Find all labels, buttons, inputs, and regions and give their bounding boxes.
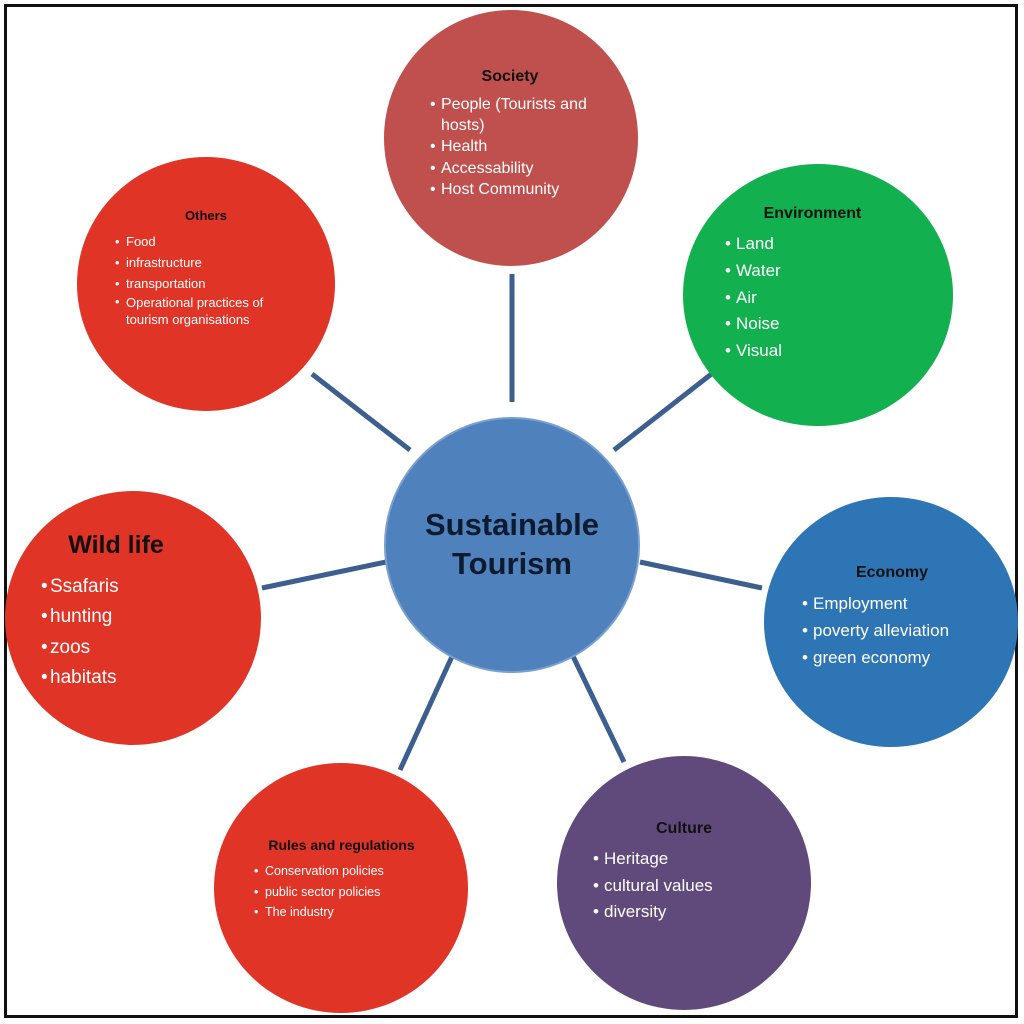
wildlife-title: Wild life bbox=[68, 530, 164, 559]
society-item: Host Community bbox=[430, 179, 590, 200]
others-list: Food infrastructure transportation Opera… bbox=[115, 231, 305, 329]
wildlife-item: zoos bbox=[41, 633, 261, 664]
others-item: transportation bbox=[115, 273, 305, 294]
connector-others bbox=[310, 372, 412, 452]
rules-item: public sector policies bbox=[254, 882, 468, 903]
wildlife-list: Ssafaris hunting zoos habitats bbox=[41, 572, 261, 694]
economy-circle: Economy Employment poverty alleviation g… bbox=[764, 497, 1018, 747]
economy-item: poverty alleviation bbox=[802, 618, 1018, 645]
rules-title: Rules and regulations bbox=[268, 837, 415, 854]
others-title: Others bbox=[185, 207, 227, 223]
culture-item: diversity bbox=[593, 899, 811, 926]
society-circle: Society People (Tourists and hosts) Heal… bbox=[384, 10, 638, 266]
environment-item: Water bbox=[725, 258, 953, 285]
wildlife-item: hunting bbox=[41, 602, 261, 633]
culture-list: Heritage cultural values diversity bbox=[593, 846, 811, 927]
economy-item: Employment bbox=[802, 591, 1018, 618]
economy-title: Economy bbox=[855, 564, 928, 582]
economy-item: green economy bbox=[802, 645, 1018, 672]
culture-item: Heritage bbox=[593, 846, 811, 873]
society-item: People (Tourists and hosts) bbox=[430, 94, 590, 136]
connector-environment bbox=[612, 370, 716, 452]
wildlife-item: habitats bbox=[41, 663, 261, 694]
culture-item: cultural values bbox=[593, 873, 811, 900]
wildlife-circle: Wild life Ssafaris hunting zoos habitats bbox=[5, 491, 261, 745]
wildlife-item: Ssafaris bbox=[41, 572, 261, 603]
others-item: Operational practices of tourism organis… bbox=[115, 294, 305, 329]
culture-title: Culture bbox=[656, 819, 712, 837]
environment-item: Land bbox=[725, 231, 953, 258]
others-item: infrastructure bbox=[115, 252, 305, 273]
environment-item: Visual bbox=[725, 338, 953, 365]
connector-rules bbox=[397, 648, 458, 772]
connector-economy bbox=[639, 559, 763, 591]
environment-list: Land Water Air Noise Visual bbox=[725, 231, 953, 365]
society-list: People (Tourists and hosts) Health Acces… bbox=[430, 94, 590, 200]
rules-circle: Rules and regulations Conservation polic… bbox=[214, 763, 468, 1013]
environment-circle: Environment Land Water Air Noise Visual bbox=[683, 164, 953, 426]
connector-culture bbox=[567, 648, 627, 764]
center-title: Sustainable Tourism bbox=[425, 507, 599, 581]
center-circle: Sustainable Tourism bbox=[384, 417, 640, 673]
environment-item: Air bbox=[725, 285, 953, 312]
others-item: Food bbox=[115, 231, 305, 252]
rules-item: The industry bbox=[254, 902, 468, 923]
environment-item: Noise bbox=[725, 311, 953, 338]
connector-wildlife bbox=[261, 559, 387, 591]
others-circle: Others Food infrastructure transportatio… bbox=[77, 157, 335, 411]
rules-list: Conservation policies public sector poli… bbox=[254, 861, 468, 923]
environment-title: Environment bbox=[763, 204, 862, 222]
society-item: Accessability bbox=[430, 158, 590, 179]
economy-list: Employment poverty alleviation green eco… bbox=[802, 591, 1018, 672]
society-title: Society bbox=[481, 68, 539, 86]
culture-circle: Culture Heritage cultural values diversi… bbox=[557, 756, 811, 1010]
society-item: Health bbox=[430, 136, 590, 157]
rules-item: Conservation policies bbox=[254, 861, 468, 882]
